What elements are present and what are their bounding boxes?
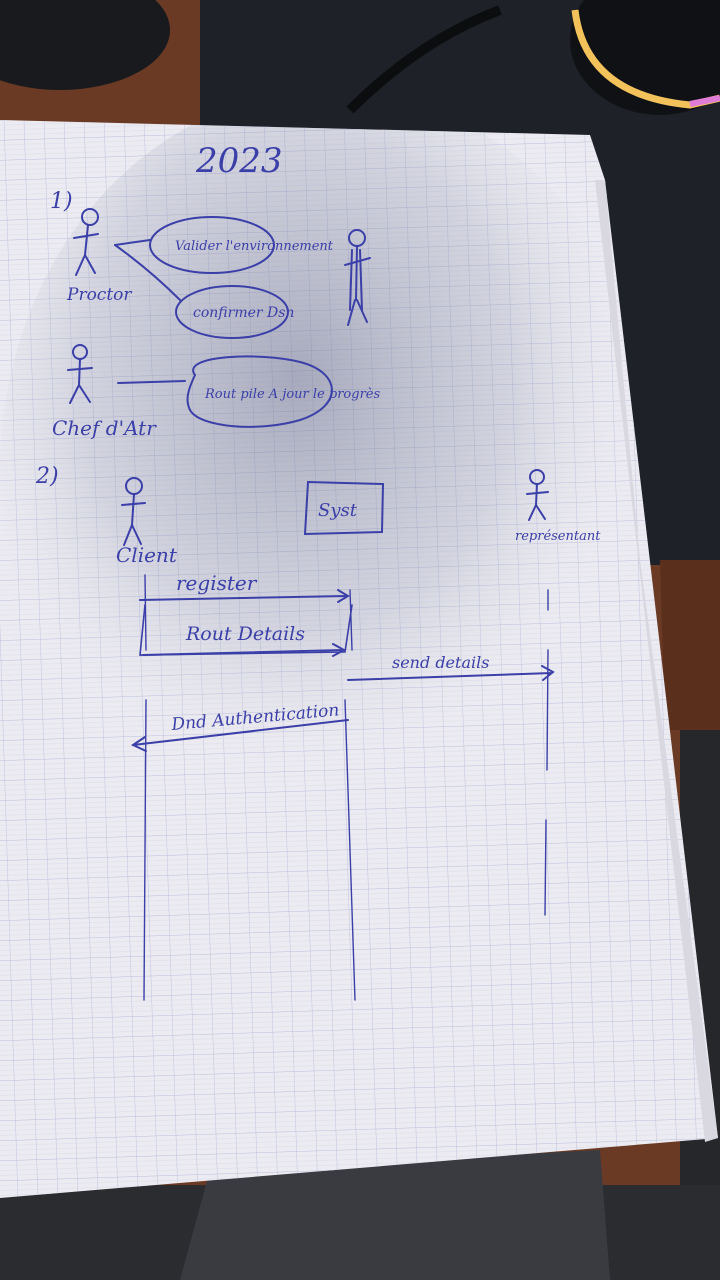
lifeline-system-box bbox=[303, 480, 385, 536]
notebook-page bbox=[0, 120, 718, 1198]
lifeline-representative-figure bbox=[526, 469, 549, 521]
message-register-label: register bbox=[176, 571, 258, 595]
section-1-number: 1) bbox=[50, 189, 73, 214]
use-case-valider-label: Valider l'environnement bbox=[175, 239, 334, 254]
use-case-confirmer-oval bbox=[175, 285, 289, 339]
year-heading: 2023 bbox=[195, 141, 283, 181]
lifeline-client-label: Client bbox=[116, 543, 178, 567]
message-register-arrow bbox=[139, 589, 350, 603]
link-proctor-confirmer bbox=[114, 244, 181, 301]
lifeline-representative-label: représentant bbox=[515, 529, 601, 544]
use-case-chef-label: Rout pile A jour le progrès bbox=[204, 387, 380, 402]
handwritten-text: 2023 1) Proctor Valider l'environnement … bbox=[35, 141, 601, 735]
use-case-confirmer-label: confirmer Dsn bbox=[193, 305, 294, 321]
message-details-label: Rout Details bbox=[185, 623, 305, 645]
message-send-label: send details bbox=[392, 653, 489, 672]
message-send-arrow bbox=[347, 665, 555, 681]
actor-proctor-figure bbox=[73, 208, 99, 276]
system-lifeline bbox=[344, 589, 356, 1001]
link-proctor-valider bbox=[114, 239, 151, 246]
desk-mat-lower bbox=[660, 560, 720, 730]
message-auth-arrow bbox=[130, 719, 349, 752]
stick-figure-right bbox=[344, 229, 371, 326]
use-case-chef-oval bbox=[186, 355, 333, 428]
actor-chef-label: Chef d'Atr bbox=[52, 416, 157, 440]
dark-object bbox=[0, 0, 170, 90]
use-case-valider-oval bbox=[149, 216, 275, 274]
link-chef-usecase bbox=[117, 380, 186, 384]
message-details-arrow bbox=[142, 643, 347, 657]
actor-chef-figure bbox=[67, 344, 93, 404]
page-edge bbox=[595, 180, 718, 1142]
lamp bbox=[346, 0, 720, 115]
lifeline-system-label: Syst bbox=[318, 500, 358, 521]
actor-proctor-label: Proctor bbox=[66, 285, 132, 305]
lifeline-client-figure bbox=[121, 477, 146, 546]
fabric-fold bbox=[180, 1150, 610, 1280]
section-2-number: 2) bbox=[35, 464, 59, 489]
